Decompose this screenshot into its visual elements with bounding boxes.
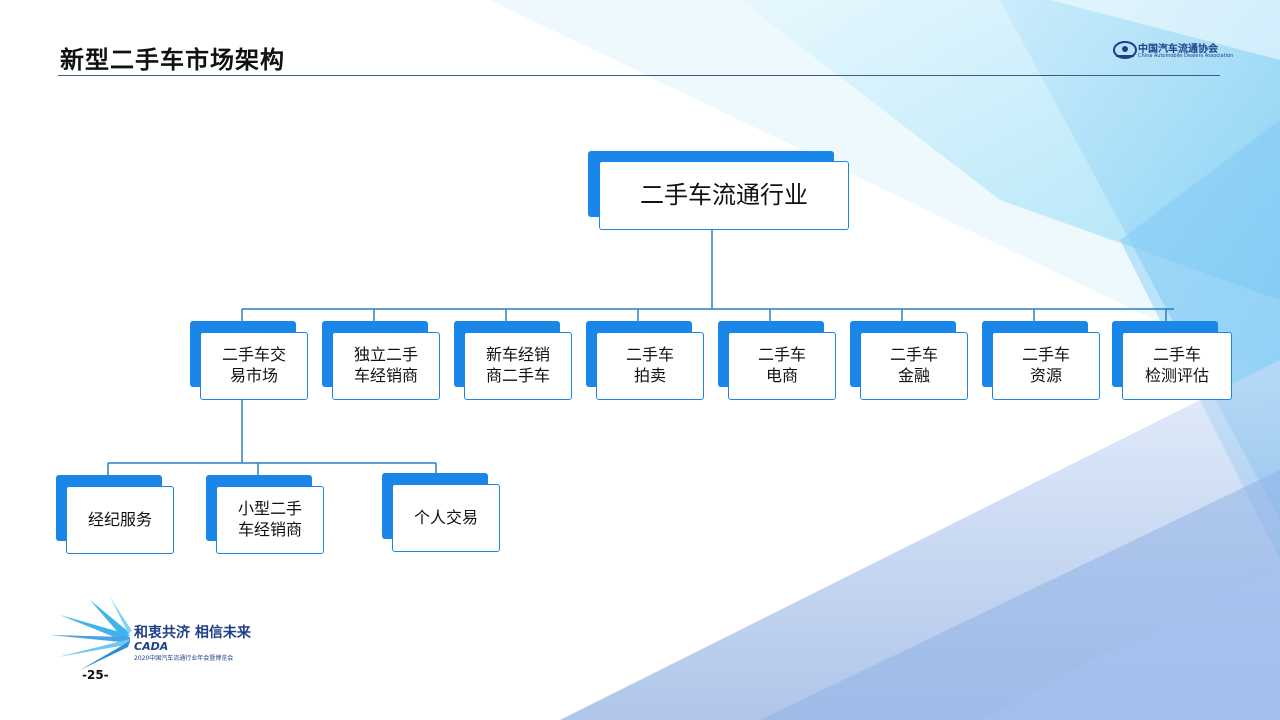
- node-label: 二手车交 易市场: [221, 345, 286, 385]
- node-finance: 二手车 金融: [850, 321, 970, 401]
- slide-title: 新型二手车市场架构: [60, 46, 285, 74]
- node-label: 二手车 拍卖: [625, 345, 674, 385]
- node-label: 小型二手 车经销商: [237, 499, 302, 539]
- node-small-dealer: 小型二手 车经销商: [206, 475, 326, 555]
- node-label: 二手车 金融: [889, 345, 938, 385]
- node-ecommerce: 二手车 电商: [718, 321, 838, 401]
- node-personal-trade: 个人交易: [382, 473, 502, 553]
- cada-emblem-icon: [1113, 41, 1137, 59]
- node-brokerage: 经纪服务: [56, 475, 176, 555]
- root-node-label: 二手车流通行业: [640, 180, 808, 209]
- logo-name-zh: 中国汽车流通协会: [1138, 44, 1218, 55]
- logo-name-en: China Automobile Dealers Association: [1138, 53, 1234, 59]
- node-resources: 二手车 资源: [982, 321, 1102, 401]
- node-label: 二手车 电商: [757, 345, 806, 385]
- node-label: 经纪服务: [87, 509, 152, 529]
- node-independent-dealer: 独立二手 车经销商: [322, 321, 442, 401]
- node-new-car-dealer-used: 新车经销 商二手车: [454, 321, 574, 401]
- cada-logo: 中国汽车流通协会 China Automobile Dealers Associ…: [1112, 38, 1234, 68]
- node-label: 独立二手 车经销商: [353, 345, 418, 385]
- node-inspection: 二手车 检测评估: [1112, 321, 1234, 401]
- root-node: 二手车流通行业: [588, 151, 850, 231]
- node-label: 二手车 资源: [1021, 345, 1070, 385]
- node-label: 个人交易: [413, 507, 478, 527]
- footer-expo-line: 2020中国汽车流通行业年会暨博览会: [134, 655, 234, 662]
- footer-slogan: 和衷共济 相信未来: [134, 625, 251, 641]
- title-divider: [58, 75, 1220, 76]
- node-label: 新车经销 商二手车: [485, 345, 550, 385]
- page-number: -25-: [82, 668, 109, 682]
- footer-brand: CADA: [134, 640, 169, 653]
- node-used-car-market: 二手车交 易市场: [190, 321, 310, 401]
- node-auction: 二手车 拍卖: [586, 321, 706, 401]
- footer-burst-graphic: [50, 597, 132, 670]
- node-label: 二手车 检测评估: [1144, 345, 1209, 385]
